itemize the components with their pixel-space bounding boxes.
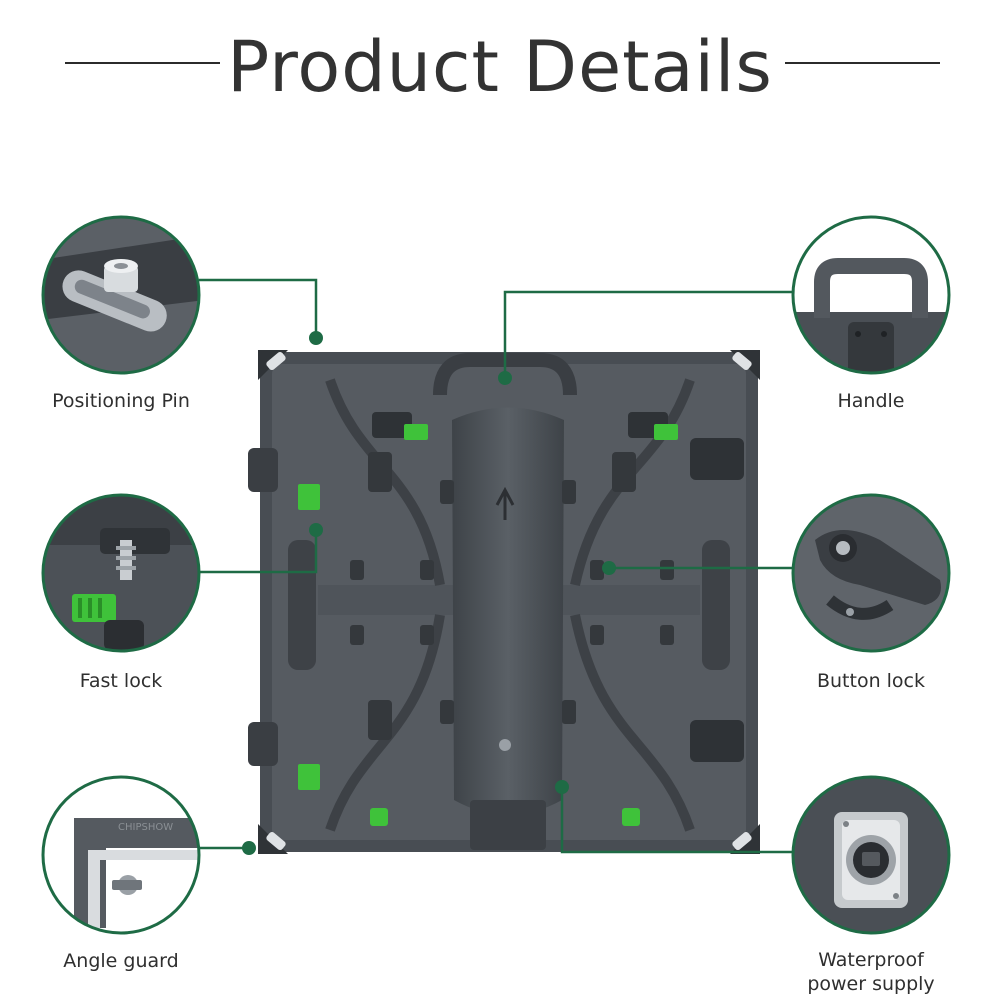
fast-lock-detail (41, 493, 201, 653)
callout-positioning-pin: Positioning Pin (52, 390, 190, 412)
callout-button-lock: Button lock (816, 670, 926, 692)
callout-handle: Handle (837, 390, 905, 412)
angle-guard-detail: CHIPSHOW (41, 775, 201, 935)
callout-fast-lock: Fast lock (79, 670, 163, 692)
leader-lines (199, 278, 793, 854)
positioning-pin-detail (41, 215, 201, 375)
title-rule-left (65, 62, 220, 64)
angle-guard-watermark: CHIPSHOW (118, 822, 173, 833)
callout-waterproof-power-supply: Waterproof power supply (807, 949, 935, 995)
waterproof-power-supply-detail (791, 775, 951, 935)
page-title: Product Details (227, 26, 773, 108)
callout-angle-guard: Angle guard (63, 950, 179, 972)
led-cabinet (248, 350, 760, 854)
leader-dots (242, 331, 616, 855)
handle-detail (791, 215, 951, 375)
title-rule-right (785, 62, 940, 64)
button-lock-detail (791, 493, 951, 653)
